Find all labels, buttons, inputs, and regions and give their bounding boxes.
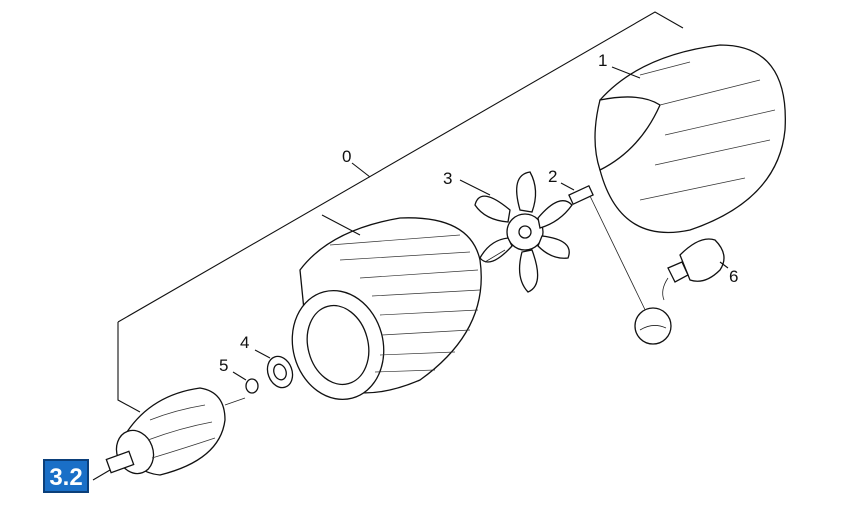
part-3-fan xyxy=(459,171,573,293)
badge-leader xyxy=(92,469,111,481)
callout-5: 5 xyxy=(219,356,228,375)
assembly-bracket xyxy=(117,11,684,413)
part-2-screw xyxy=(560,182,651,321)
detail-circle xyxy=(634,307,672,345)
part-4-bearing xyxy=(254,349,294,389)
rotor xyxy=(105,387,246,476)
stator-housing xyxy=(291,214,482,401)
callout-3: 3 xyxy=(443,169,452,188)
callout-0: 0 xyxy=(342,147,351,166)
callout-6: 6 xyxy=(729,267,738,286)
part-1-cover xyxy=(594,44,786,234)
section-badge: 3.2 xyxy=(43,459,89,493)
callout-2: 2 xyxy=(548,167,557,186)
callout-1: 1 xyxy=(598,51,607,70)
callout-4: 4 xyxy=(240,333,249,352)
part-6-bottle xyxy=(662,238,729,301)
part-5-washer xyxy=(232,371,259,394)
